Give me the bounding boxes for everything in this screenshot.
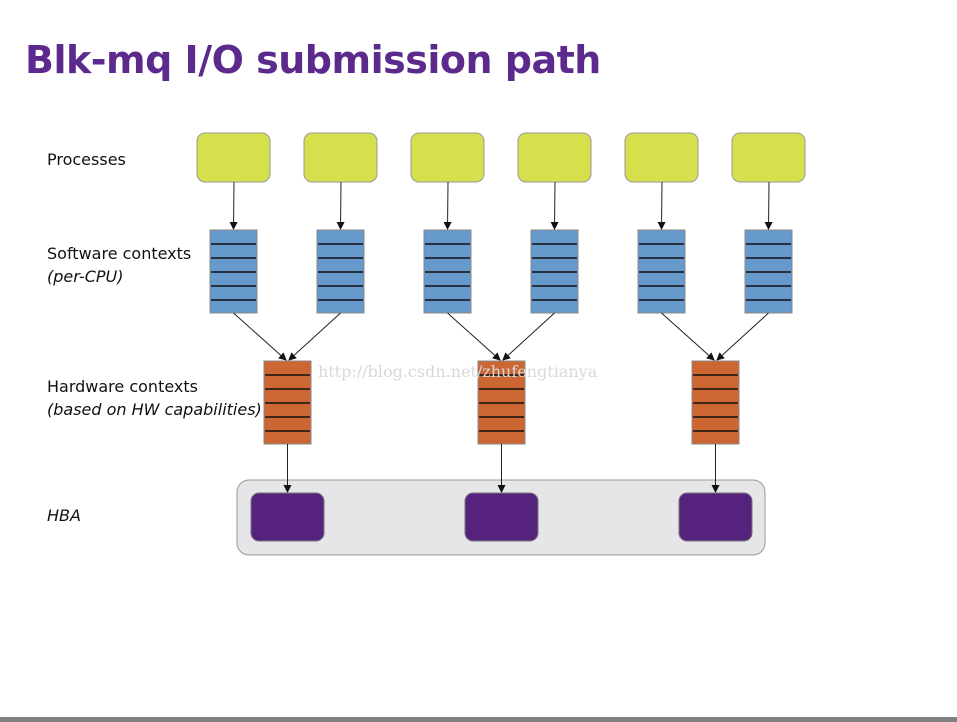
arrow [233,312,287,361]
arrow [716,312,769,361]
arrow [657,181,666,230]
process-box [624,132,699,183]
arrow [764,181,773,230]
page-title: Blk-mq I/O submission path [25,38,601,82]
arrow [336,181,345,230]
process-box [731,132,806,183]
label-hba: HBA [47,506,81,525]
process-box [517,132,592,183]
arrow [443,181,452,230]
arrow [288,312,341,361]
process-box [303,132,378,183]
arrow [502,312,555,361]
process-box [196,132,271,183]
hba-queue-box [250,492,325,542]
bottom-border [0,717,957,722]
label-software-contexts-note: (per-CPU) [47,267,124,286]
label-processes: Processes [47,150,126,169]
arrow [447,312,501,361]
label-hardware-contexts-note: (based on HW capabilities) [47,400,262,419]
arrow [661,312,715,361]
process-box [410,132,485,183]
arrow [550,181,559,230]
arrow [229,181,238,230]
label-hardware-contexts: Hardware contexts [47,377,198,396]
label-software-contexts: Software contexts [47,244,192,263]
watermark: http://blog.csdn.net/zhufengtianya [318,362,598,381]
hba-queue-box [678,492,753,542]
hba-queue-box [464,492,539,542]
